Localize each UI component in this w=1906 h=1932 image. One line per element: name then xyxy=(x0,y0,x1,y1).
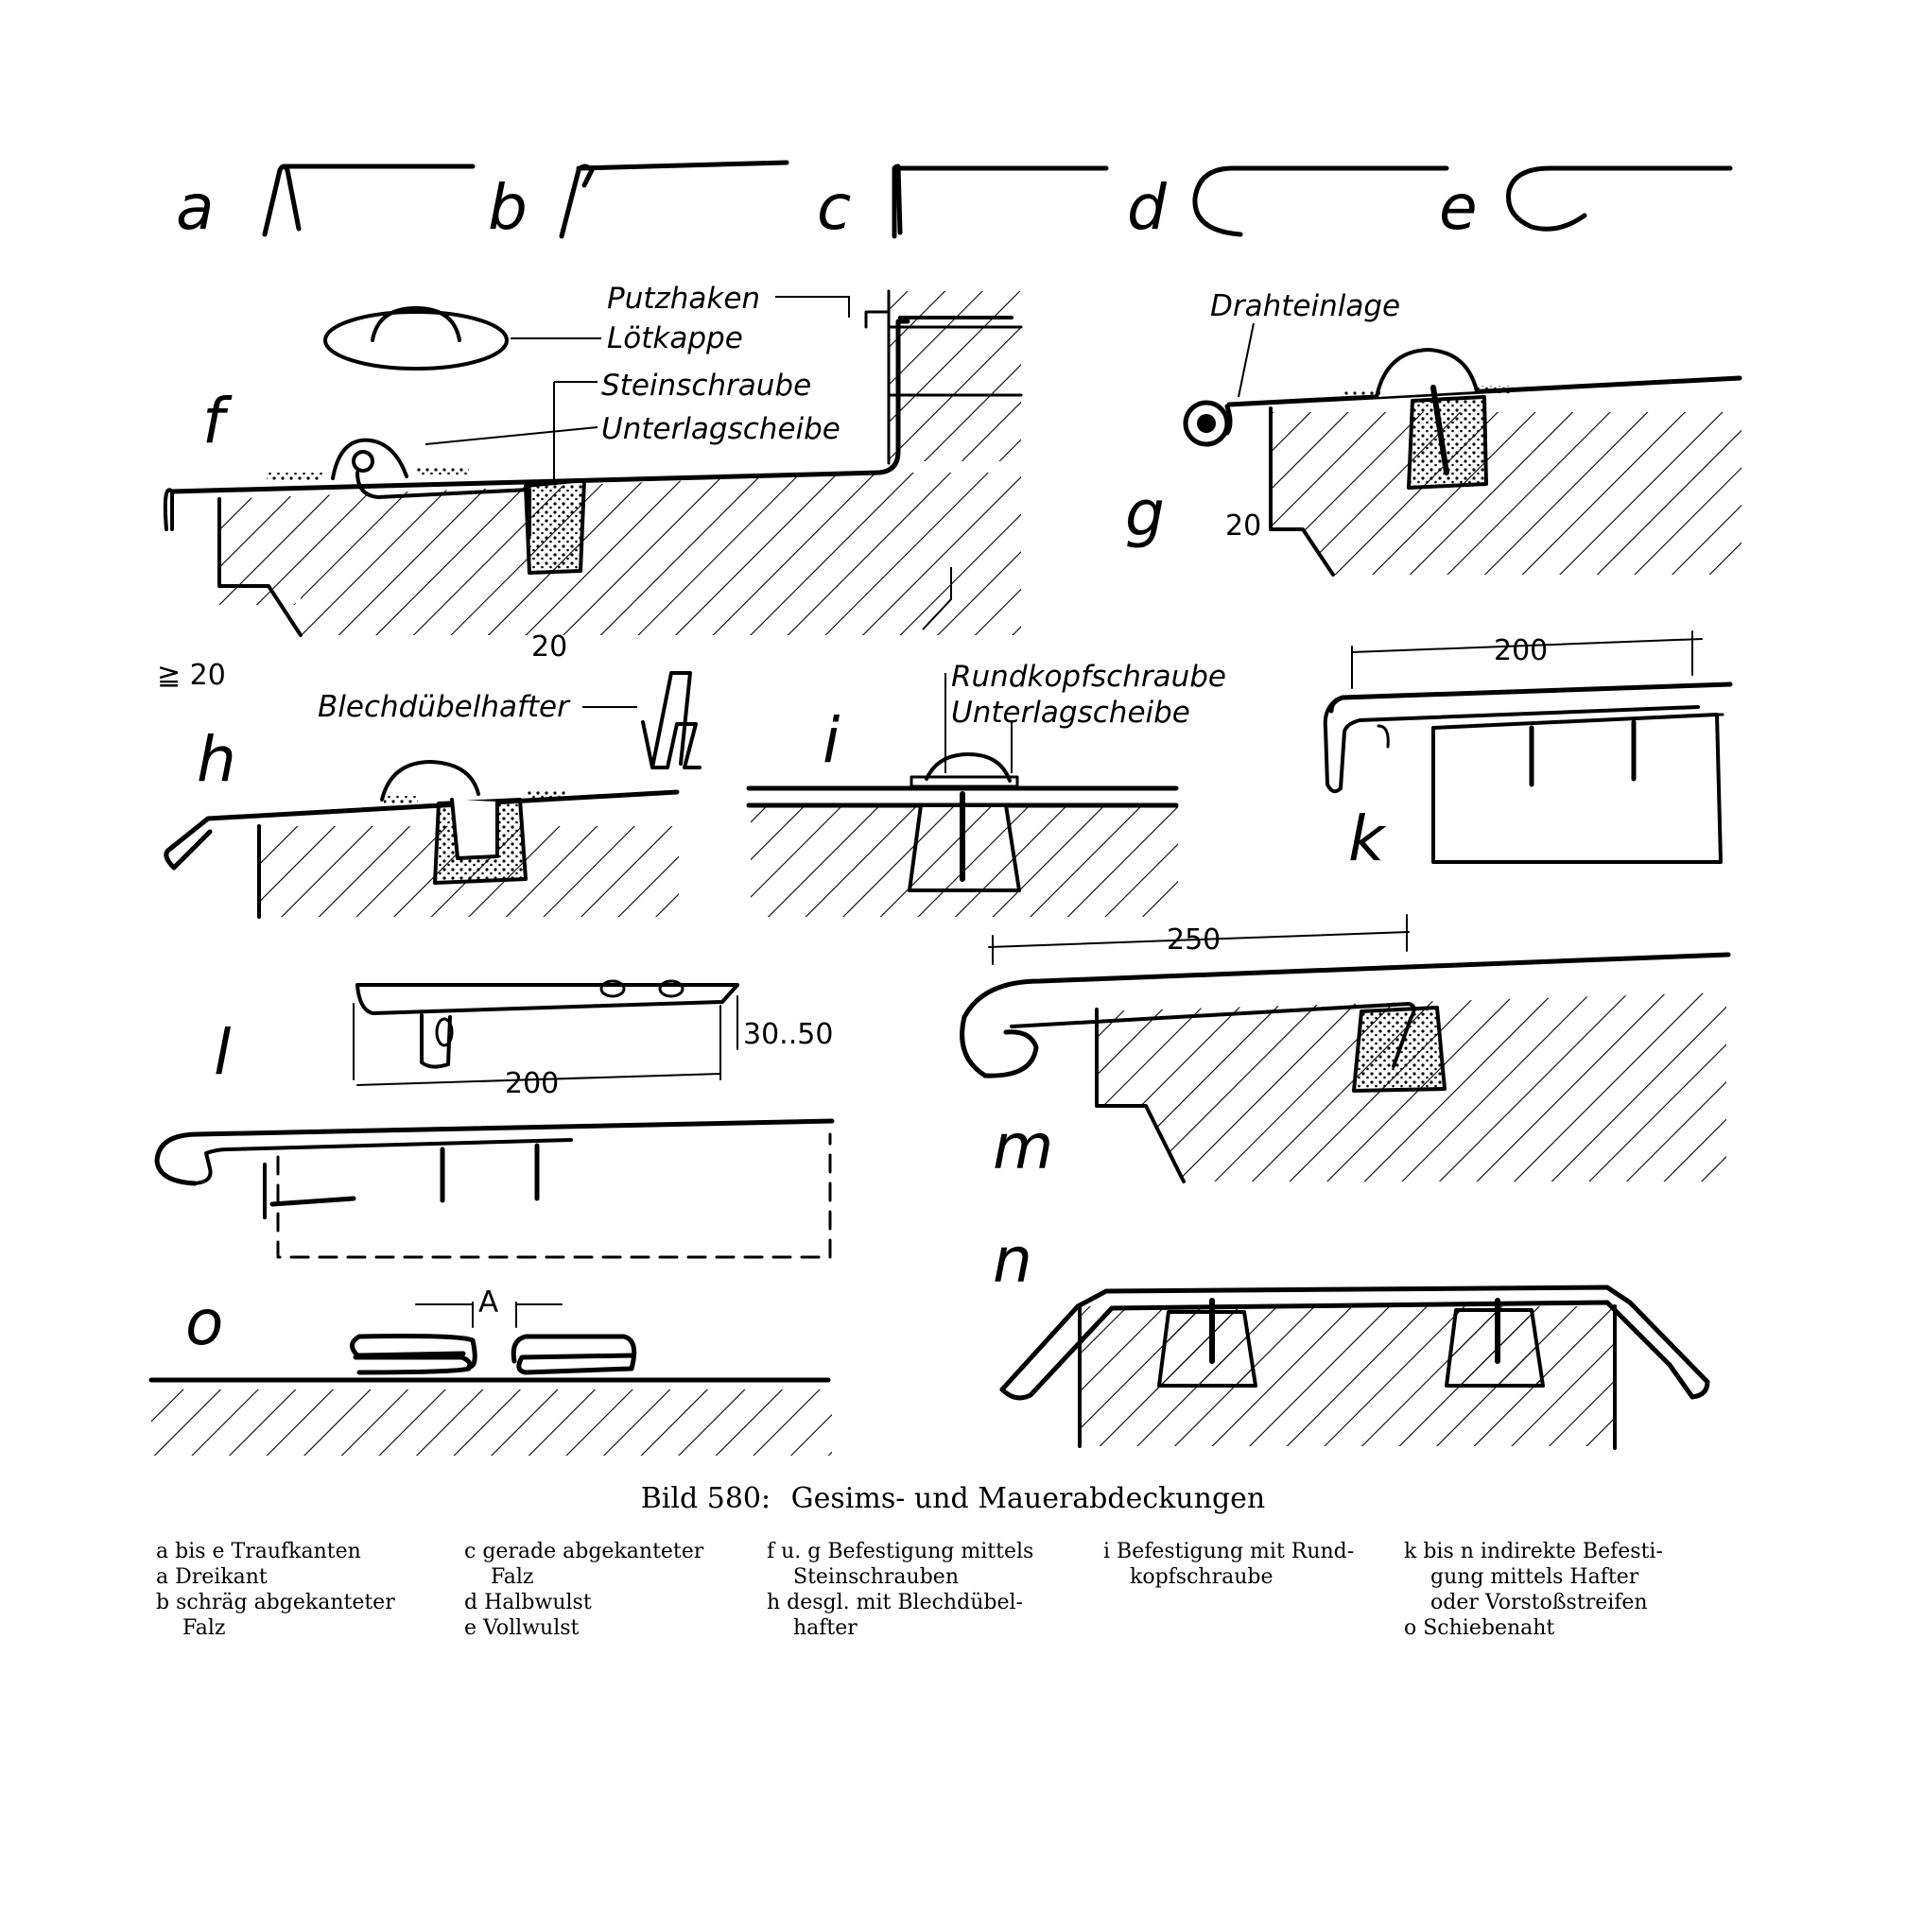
detail-m-drawing xyxy=(960,914,1731,1183)
dim-f-20: 20 xyxy=(531,630,567,664)
dim-o-a: A xyxy=(478,1285,498,1320)
caption-title: Gesims- und Mauerabdeckungen xyxy=(790,1482,1266,1515)
callout-loetkappe: Lötkappe xyxy=(607,321,743,355)
callout-blechduebelhafter: Blechdübelhafter xyxy=(318,690,571,724)
profile-c-drawing xyxy=(892,164,1109,239)
label-l: l xyxy=(214,1016,232,1089)
technical-drawing: a b c d e f g h i k l m n o Putzhaken Lö… xyxy=(148,160,1742,1456)
legend-line: c gerade abgekanteter xyxy=(464,1540,704,1563)
profile-d-drawing xyxy=(1192,165,1449,237)
legend-line: Steinschrauben xyxy=(793,1565,959,1589)
legend-line: o Schiebenaht xyxy=(1404,1616,1555,1640)
legend-line: b schräg abgekanteter xyxy=(156,1591,395,1614)
legend-line: i Befestigung mit Rund- xyxy=(1103,1540,1355,1563)
legend-line: h desgl. mit Blechdübel- xyxy=(767,1591,1023,1614)
legend-column-3: f u. g Befestigung mittels Steinschraube… xyxy=(767,1539,1033,1641)
legend-line: hafter xyxy=(793,1616,858,1640)
dim-g-20: 20 xyxy=(1225,509,1261,543)
label-k: k xyxy=(1348,802,1387,875)
dim-l-3050: 30..50 xyxy=(743,1018,833,1051)
legend-line: Falz xyxy=(491,1565,534,1589)
detail-k-drawing xyxy=(1323,630,1733,864)
legend-column-5: k bis n indirekte Befesti- gung mittels … xyxy=(1404,1539,1663,1641)
detail-o-drawing xyxy=(148,1302,832,1456)
label-o: o xyxy=(185,1286,223,1359)
label-b: b xyxy=(488,171,528,244)
detail-h-drawing xyxy=(164,671,702,919)
caption-number: Bild 580: xyxy=(640,1482,771,1515)
detail-f-drawing xyxy=(163,289,1023,637)
callout-rundkopfschraube: Rundkopfschraube xyxy=(951,660,1226,694)
label-h: h xyxy=(197,723,236,796)
legend-line: k bis n indirekte Befesti- xyxy=(1404,1540,1663,1563)
profile-a-drawing xyxy=(262,164,476,237)
detail-i-drawing xyxy=(746,752,1179,917)
legend-column-4: i Befestigung mit Rund- kopfschraube xyxy=(1103,1539,1354,1590)
callout-unterlagscheibe-i: Unterlagscheibe xyxy=(951,696,1190,730)
callout-steinschraube: Steinschraube xyxy=(601,369,811,403)
legend-line: a Dreikant xyxy=(156,1565,268,1589)
dim-f-min: ≧ 20 xyxy=(157,659,226,692)
legend-line: kopfschraube xyxy=(1130,1565,1274,1589)
legend-column-1: a bis e Traufkanten a Dreikant b schräg … xyxy=(156,1539,395,1641)
legend-line: oder Vorstoßstreifen xyxy=(1430,1591,1648,1614)
label-c: c xyxy=(817,171,851,244)
detail-l-drawing xyxy=(154,979,835,1259)
label-m: m xyxy=(993,1111,1053,1183)
dim-l-200: 200 xyxy=(505,1067,559,1100)
dim-k-200: 200 xyxy=(1494,634,1548,667)
legend-line: f u. g Befestigung mittels xyxy=(767,1540,1034,1563)
detail-g-drawing xyxy=(1183,348,1742,577)
label-n: n xyxy=(993,1224,1032,1297)
callout-putzhaken: Putzhaken xyxy=(607,282,760,316)
label-d: d xyxy=(1127,171,1168,244)
detail-n-drawing xyxy=(999,1285,1710,1450)
legend-line: Falz xyxy=(182,1616,226,1640)
callout-unterlagscheibe: Unterlagscheibe xyxy=(601,412,840,446)
label-a: a xyxy=(176,171,214,244)
legend-line: d Halbwulst xyxy=(464,1591,592,1614)
legend-line: gung mittels Hafter xyxy=(1430,1565,1639,1589)
label-e: e xyxy=(1439,171,1478,244)
profile-b-drawing xyxy=(559,160,789,239)
label-i: i xyxy=(823,704,840,777)
figure-caption: Bild 580: Gesims- und Mauerabdeckungen xyxy=(0,1482,1906,1515)
callout-drahteinlage: Drahteinlage xyxy=(1210,289,1400,323)
profile-e-drawing xyxy=(1506,165,1733,232)
legend-line: a bis e Traufkanten xyxy=(156,1540,361,1563)
label-f: f xyxy=(202,385,233,457)
label-g: g xyxy=(1125,477,1165,550)
legend-column-2: c gerade abgekanteter Falz d Halbwulst e… xyxy=(464,1539,703,1641)
legend-line: e Vollwulst xyxy=(464,1616,580,1640)
dim-m-250: 250 xyxy=(1167,923,1221,957)
